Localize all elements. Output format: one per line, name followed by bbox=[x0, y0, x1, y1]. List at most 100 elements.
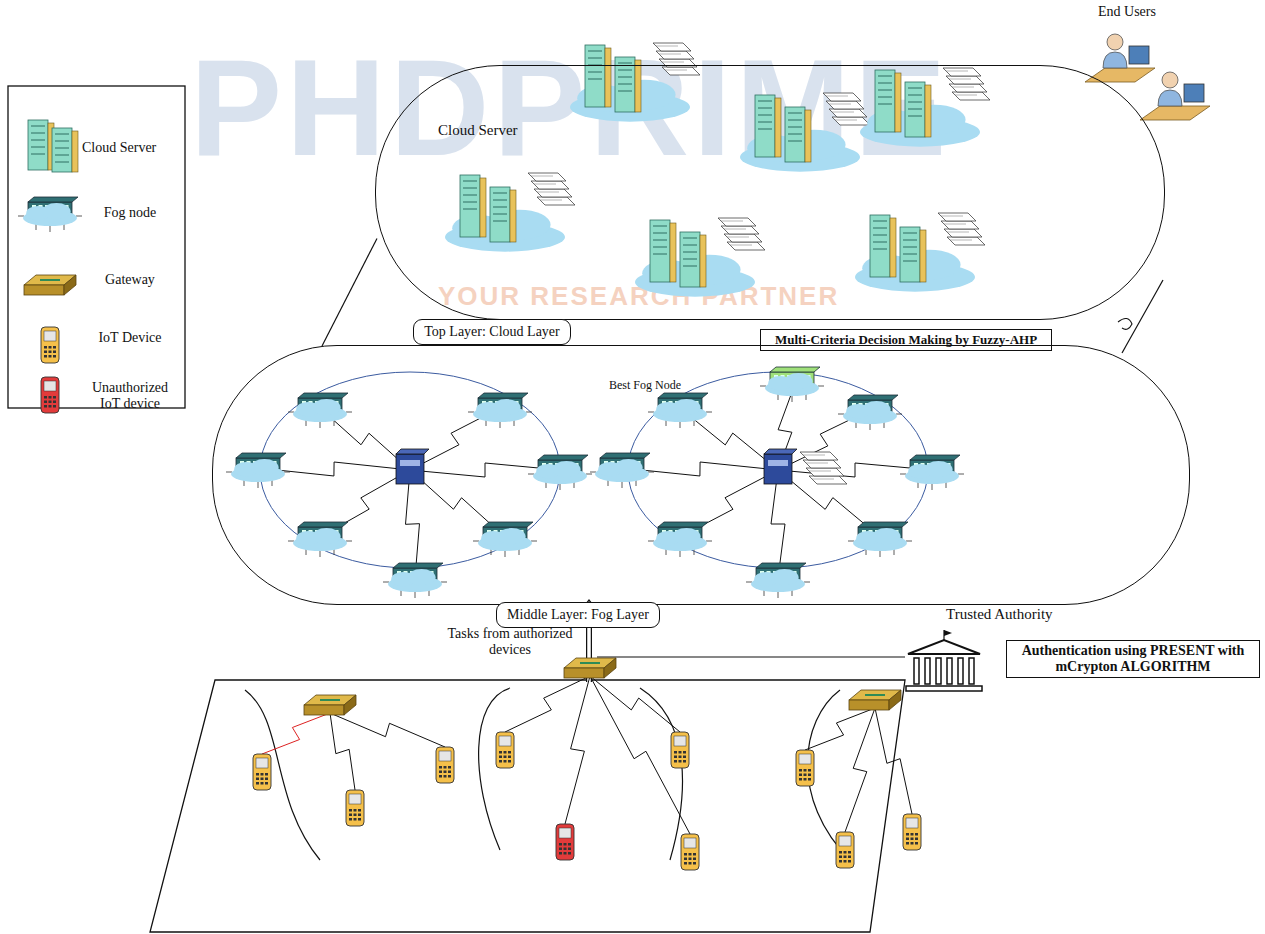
icon-part bbox=[946, 76, 984, 84]
icon-part bbox=[911, 842, 914, 845]
cloud-shape bbox=[231, 459, 285, 482]
icon-part bbox=[872, 528, 900, 544]
fog-controller bbox=[764, 449, 797, 484]
icon-part bbox=[31, 154, 45, 155]
icon-part bbox=[28, 197, 78, 202]
icon-part bbox=[588, 72, 602, 73]
fog-node-icon bbox=[383, 563, 447, 598]
icon-part bbox=[493, 214, 507, 215]
icon-part bbox=[756, 563, 806, 568]
icon-part bbox=[31, 126, 45, 127]
fog-node-icon bbox=[288, 522, 352, 557]
icon-part bbox=[944, 224, 966, 225]
icon-part bbox=[908, 102, 922, 103]
icon-part bbox=[344, 695, 356, 715]
icon-part bbox=[809, 476, 847, 484]
icon-part bbox=[42, 203, 70, 219]
icon-part bbox=[915, 842, 918, 845]
icon-part bbox=[31, 140, 45, 141]
icon-part bbox=[588, 51, 602, 52]
icon-part bbox=[943, 68, 981, 76]
icon-part bbox=[958, 658, 963, 684]
gateway-icon bbox=[304, 695, 356, 715]
icon-part bbox=[41, 327, 59, 363]
icon-part bbox=[903, 240, 917, 241]
icon-part bbox=[439, 766, 442, 769]
document-stack bbox=[800, 452, 847, 484]
icon-part bbox=[49, 351, 52, 354]
icon-part bbox=[605, 48, 611, 107]
icon-part bbox=[312, 399, 340, 415]
document-stack bbox=[653, 43, 700, 75]
icon-part bbox=[955, 95, 977, 96]
icon-part bbox=[354, 818, 357, 821]
icon-part bbox=[969, 658, 974, 684]
cloud-shape bbox=[293, 528, 347, 551]
fog-node-icon bbox=[473, 522, 537, 557]
fog-controller bbox=[396, 449, 429, 484]
icon-part bbox=[508, 756, 511, 759]
connector-line bbox=[322, 238, 377, 346]
icon-part bbox=[658, 393, 708, 398]
icon-part bbox=[862, 401, 890, 417]
icon-part bbox=[683, 252, 697, 253]
icon-part bbox=[941, 216, 963, 217]
icon-part bbox=[836, 832, 854, 868]
icon-part bbox=[444, 766, 447, 769]
icon-part bbox=[44, 331, 56, 341]
fog-node-icon bbox=[760, 367, 824, 402]
cloud-shape bbox=[751, 569, 805, 592]
icon-part bbox=[674, 736, 686, 746]
icon-part bbox=[346, 790, 364, 826]
server-tower bbox=[785, 107, 811, 162]
icon-part bbox=[796, 750, 814, 786]
iot-device-icon bbox=[41, 327, 59, 363]
document-stack bbox=[823, 93, 870, 125]
icon-part bbox=[848, 860, 851, 863]
legend-entry: Fog node bbox=[82, 205, 178, 221]
icon-part bbox=[44, 355, 47, 358]
icon-part bbox=[250, 459, 278, 475]
icon-part bbox=[946, 71, 968, 72]
icon-part bbox=[53, 351, 56, 354]
iot-device-icon bbox=[253, 754, 271, 790]
icon-part bbox=[312, 528, 340, 544]
icon-part bbox=[799, 774, 802, 777]
icon-part bbox=[878, 97, 892, 98]
icon-part bbox=[832, 112, 854, 113]
icon-part bbox=[538, 455, 588, 460]
icon-part bbox=[444, 775, 447, 778]
icon-part bbox=[600, 453, 650, 458]
icon-part bbox=[906, 686, 982, 691]
icon-part bbox=[665, 70, 687, 71]
icon-part bbox=[261, 782, 264, 785]
icon-part bbox=[693, 853, 696, 856]
icon-part bbox=[478, 393, 528, 398]
icon-part bbox=[829, 104, 851, 105]
icon-part bbox=[483, 522, 533, 527]
icon-part bbox=[537, 192, 559, 193]
icon-part bbox=[53, 396, 56, 399]
server-tower bbox=[650, 220, 676, 282]
icon-part bbox=[683, 760, 686, 763]
icon-part bbox=[448, 771, 451, 774]
fog-node-icon bbox=[648, 393, 712, 428]
icon-part bbox=[808, 769, 811, 772]
icon-part bbox=[925, 658, 930, 684]
icon-part bbox=[683, 266, 697, 267]
icon-part bbox=[653, 254, 667, 255]
icon-part bbox=[393, 563, 443, 568]
icon-part bbox=[534, 189, 572, 197]
icon-part bbox=[635, 60, 641, 112]
icon-part bbox=[806, 468, 844, 476]
icon-part bbox=[700, 235, 706, 287]
cloud-shape bbox=[23, 203, 77, 226]
icon-part bbox=[585, 45, 605, 107]
icon-part bbox=[947, 658, 952, 684]
icon-part bbox=[908, 88, 922, 89]
icon-part bbox=[906, 842, 909, 845]
icon-part bbox=[721, 226, 759, 234]
icon-part bbox=[758, 129, 772, 130]
icon-part bbox=[826, 101, 864, 109]
icon-part bbox=[588, 79, 602, 80]
